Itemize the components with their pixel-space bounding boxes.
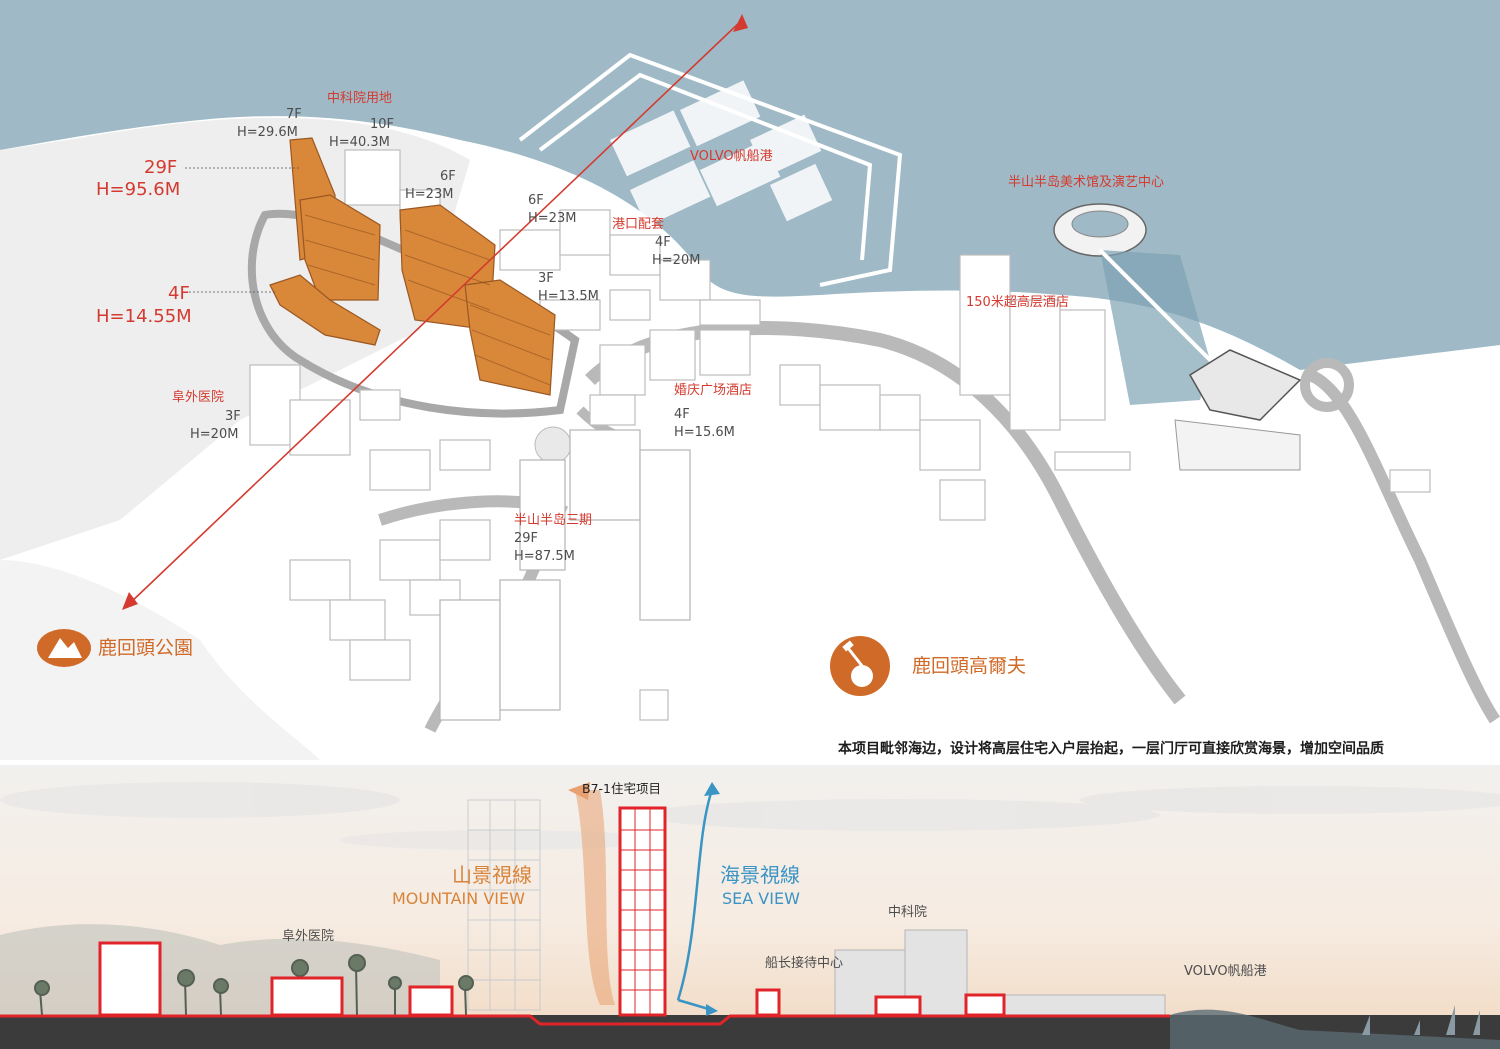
label-cas-land: 中科院用地 — [327, 91, 393, 106]
label-port-support: 港口配套 — [612, 217, 665, 232]
label-museum: 半山半岛美术馆及演艺中心 — [1008, 175, 1165, 190]
ground — [0, 1015, 1500, 1049]
label-sea-view-cn: 海景視線 — [720, 863, 800, 887]
museum-ring — [1053, 203, 1147, 257]
peninsula-road — [1307, 369, 1500, 724]
label-hospital-floors: 3F — [225, 409, 241, 424]
palm-trees — [34, 954, 474, 1016]
label-volvo-marina: VOLVO帆船港 — [690, 149, 773, 164]
plan-caption: 本项目毗邻海边，设计将高层住宅入户层抬起，一层门厅可直接欣赏海景，增加空间品质 — [838, 741, 1384, 757]
label-section-cas: 中科院 — [888, 905, 928, 920]
label-6f-a: 6F — [440, 169, 456, 184]
label-podium-4f: 4F — [168, 283, 190, 304]
label-wedding-floors: 4F — [674, 407, 690, 422]
label-6f-a-height: H=23M — [405, 187, 454, 202]
label-wedding-hotel: 婚庆广场酒店 — [674, 383, 753, 398]
label-tower-29f-height: H=95.6M — [96, 179, 181, 200]
label-3f-a-height: H=13.5M — [538, 289, 599, 304]
view-axis-arrow — [122, 14, 748, 610]
label-3f-a: 3F — [538, 271, 554, 286]
label-hospital-height: H=20M — [190, 427, 239, 442]
peninsula-towers — [439, 429, 691, 721]
sea-view-arrow — [676, 789, 714, 1001]
golf-icon — [830, 636, 890, 696]
label-golf: 鹿回頭高爾夫 — [912, 655, 1027, 677]
label-4f-a: 4F — [655, 235, 671, 250]
label-peninsula: 半山半岛三期 — [514, 513, 593, 528]
label-10f: 10F — [370, 117, 395, 132]
label-section-hospital: 阜外医院 — [282, 929, 335, 944]
label-section-volvo: VOLVO帆船港 — [1184, 964, 1267, 979]
exhibition-building — [1188, 349, 1302, 421]
right-gray-blocks — [834, 929, 1166, 1016]
main-tower-grid — [620, 808, 665, 1015]
label-peninsula-height: H=87.5M — [514, 549, 575, 564]
hotel-towers — [959, 254, 1106, 431]
background-hills — [0, 924, 440, 1020]
tower-windows — [304, 214, 551, 386]
label-hospital: 阜外医院 — [172, 390, 225, 405]
project-towers — [269, 137, 556, 396]
sailboats — [1362, 1005, 1480, 1035]
label-tower-29f: 29F — [144, 157, 178, 178]
label-project: B7-1住宅项目 — [582, 781, 661, 796]
context-buildings — [249, 149, 1431, 721]
label-podium-4f-height: H=14.55M — [96, 306, 192, 327]
label-hotel: 150米超高层酒店 — [966, 295, 1069, 310]
label-7f: 7F — [286, 107, 302, 122]
label-6f-b: 6F — [528, 193, 544, 208]
mountain-view-arrow — [575, 790, 615, 1005]
label-peninsula-floors: 29F — [514, 531, 539, 546]
section-cut-line — [0, 1014, 1170, 1026]
water-channel — [1100, 250, 1210, 405]
label-mountain-view-cn: 山景視線 — [452, 863, 532, 887]
marina-berths — [609, 80, 833, 227]
label-sea-view-en: SEA VIEW — [722, 889, 800, 908]
label-section-captain: 船长接待中心 — [765, 956, 844, 971]
label-park: 鹿回頭公園 — [98, 637, 194, 659]
label-mountain-view-en: MOUNTAIN VIEW — [392, 889, 525, 908]
label-wedding-height: H=15.6M — [674, 425, 735, 440]
clouds — [0, 782, 1500, 850]
section-buildings — [98, 806, 1006, 1017]
site-plan — [0, 0, 1500, 760]
label-4f-a-height: H=20M — [652, 253, 701, 268]
park-icon — [37, 629, 91, 667]
label-6f-b-height: H=23M — [528, 211, 577, 226]
label-10f-height: H=40.3M — [329, 135, 390, 150]
label-7f-height: H=29.6M — [237, 125, 298, 140]
marina — [518, 52, 903, 287]
